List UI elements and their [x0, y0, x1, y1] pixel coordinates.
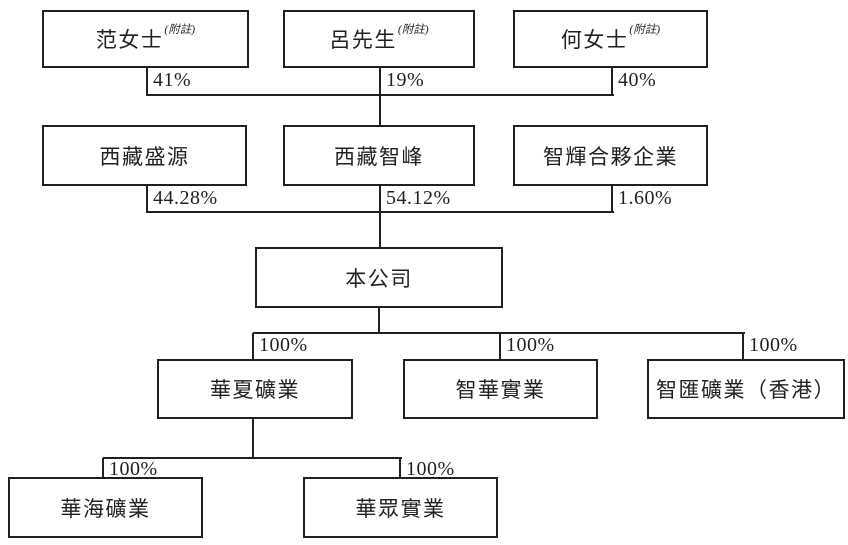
node-text: 何女士(附註) — [561, 24, 660, 54]
connector-line — [147, 94, 614, 96]
node-label: 本公司 — [345, 266, 413, 291]
node-label: 西藏智峰 — [334, 144, 424, 169]
connector-line — [499, 333, 501, 359]
node-label: 華夏礦業 — [210, 378, 300, 402]
node-note-superscript: (附註) — [629, 24, 661, 36]
ownership-percentage-label: 54.12% — [386, 187, 451, 209]
ownership-percentage-label: 41% — [153, 69, 192, 91]
connector-line — [611, 186, 613, 213]
connector-line — [742, 333, 744, 359]
ownership-percentage-label: 40% — [618, 69, 657, 91]
node-zhihui-mining-hk: 智匯礦業（香港） — [647, 359, 845, 419]
ownership-percentage-label: 100% — [259, 334, 308, 356]
node-label: 西藏盛源 — [99, 144, 190, 169]
connector-line — [252, 419, 254, 459]
node-text: 本公司 — [345, 263, 413, 293]
node-huazhong-industrial: 華眾實業 — [303, 477, 498, 538]
node-text: 西藏盛源 — [100, 141, 190, 171]
connector-line — [102, 458, 104, 477]
node-label: 何女士 — [560, 28, 629, 52]
node-text: 華海礦業 — [61, 493, 151, 523]
node-note-superscript: (附註) — [164, 24, 196, 36]
ownership-percentage-label: 100% — [109, 458, 158, 480]
node-zhihui-partnership: 智輝合夥企業 — [513, 125, 708, 186]
connector-line — [103, 457, 402, 459]
ownership-percentage-label: 1.60% — [618, 187, 673, 209]
connector-line — [379, 186, 381, 247]
node-text: 西藏智峰 — [334, 141, 424, 171]
node-label: 華海礦業 — [60, 496, 151, 521]
connector-line — [146, 186, 148, 213]
connector-line — [146, 68, 148, 96]
connector-line — [611, 68, 613, 96]
node-ms-he: 何女士(附註) — [513, 10, 708, 68]
node-the-company: 本公司 — [255, 247, 503, 308]
node-huahai-mining: 華海礦業 — [8, 477, 203, 538]
ownership-percentage-label: 44.28% — [153, 187, 218, 209]
node-text: 華眾實業 — [356, 493, 446, 523]
node-text: 華夏礦業 — [210, 374, 300, 404]
node-label: 智輝合夥企業 — [543, 144, 678, 169]
node-text: 智匯礦業（香港） — [656, 374, 836, 404]
node-text: 呂先生(附註) — [329, 24, 428, 54]
node-xizang-shengyuan: 西藏盛源 — [42, 125, 247, 186]
node-xizang-zhifeng: 西藏智峰 — [283, 125, 475, 186]
node-text: 智輝合夥企業 — [543, 141, 678, 171]
connector-line — [147, 211, 614, 213]
connector-line — [379, 68, 381, 125]
node-label: 華眾實業 — [355, 496, 446, 521]
connector-line — [399, 458, 401, 477]
node-label: 智華實業 — [455, 378, 546, 402]
node-note-superscript: (附註) — [397, 24, 429, 36]
ownership-percentage-label: 100% — [506, 334, 555, 356]
node-text: 范女士(附註) — [96, 24, 195, 54]
node-huaxia-mining: 華夏礦業 — [157, 359, 353, 419]
node-zhihua-industrial: 智華實業 — [403, 359, 598, 419]
connector-line — [378, 308, 380, 334]
ownership-percentage-label: 100% — [406, 458, 455, 480]
connector-line — [252, 333, 254, 359]
node-label: 呂先生 — [329, 28, 397, 52]
ownership-percentage-label: 100% — [749, 334, 798, 356]
node-mr-lu: 呂先生(附註) — [283, 10, 475, 68]
ownership-percentage-label: 19% — [386, 69, 425, 91]
node-label: 范女士 — [95, 28, 164, 52]
node-text: 智華實業 — [456, 374, 546, 404]
node-ms-fan: 范女士(附註) — [42, 10, 249, 68]
node-label: 智匯礦業（香港） — [656, 378, 836, 402]
